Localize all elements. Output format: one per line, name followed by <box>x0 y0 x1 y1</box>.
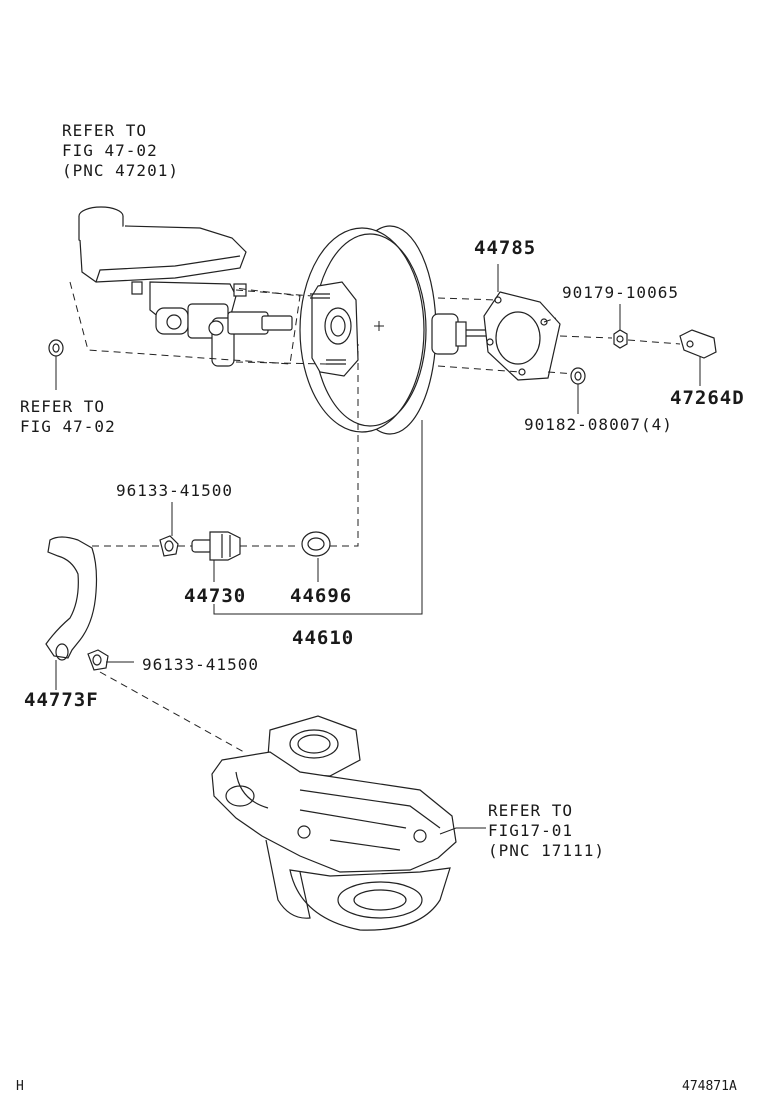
clip-top <box>159 535 179 557</box>
ref-bottom-right-line2: FIG17-01 <box>488 821 573 840</box>
pn-gasket: 44785 <box>474 237 536 259</box>
clip-bottom <box>87 649 109 671</box>
pn-grommet: 44696 <box>290 585 352 607</box>
figure-id: 474871A <box>682 1079 737 1094</box>
ref-left-line2: FIG 47-02 <box>20 417 116 436</box>
check-valve <box>191 531 241 561</box>
grommet <box>301 531 331 557</box>
pn-check-valve: 44730 <box>184 585 246 607</box>
ref-top-left-line2: FIG 47-02 <box>62 141 158 160</box>
nut <box>613 329 628 349</box>
ref-left-line1: REFER TO <box>20 397 105 416</box>
pn-booster-assy: 44610 <box>292 627 354 649</box>
master-cylinder <box>78 206 293 367</box>
footer-left-mark: H <box>16 1079 24 1094</box>
pn-clip-bottom: 96133-41500 <box>142 655 259 674</box>
gasket <box>483 291 561 381</box>
intake-manifold <box>211 715 457 931</box>
vacuum-hose <box>45 536 98 661</box>
pn-clip-top: 96133-41500 <box>116 481 233 500</box>
pn-hose: 44773F <box>24 689 99 711</box>
ref-bottom-right-line3: (PNC 17111) <box>488 841 605 860</box>
ref-top-left-line3: (PNC 47201) <box>62 161 179 180</box>
assembly-bracket <box>213 420 423 615</box>
brake-booster <box>299 225 486 435</box>
pn-clevis: 47264D <box>670 387 745 409</box>
mc-washer <box>48 339 64 357</box>
ref-bottom-right-line1: REFER TO <box>488 801 573 820</box>
washer <box>570 367 586 385</box>
pn-nut: 90179-10065 <box>562 283 679 302</box>
pn-washer: 90182-08007(4) <box>524 415 673 434</box>
ref-top-left-line1: REFER TO <box>62 121 147 140</box>
clevis <box>679 329 717 359</box>
